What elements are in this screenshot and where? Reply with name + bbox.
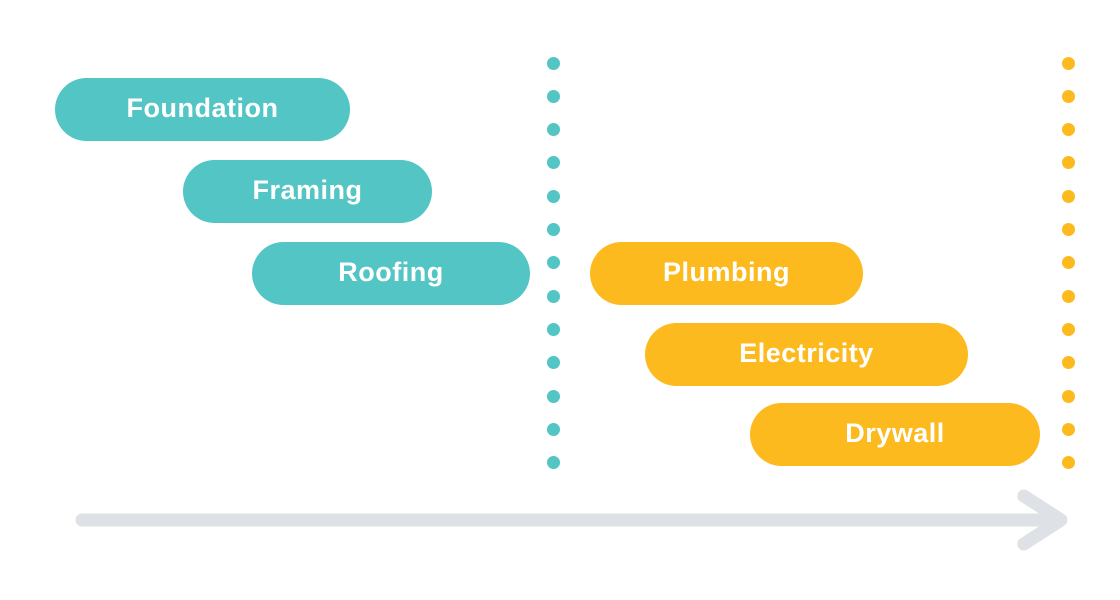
task-bar-drywall: Drywall xyxy=(750,403,1040,466)
task-bar-foundation: Foundation xyxy=(55,78,350,141)
amber-milestone-line-dot xyxy=(1061,156,1075,170)
task-label: Foundation xyxy=(126,93,279,123)
amber-milestone-line-dot xyxy=(1061,322,1075,336)
teal-milestone-line-dot xyxy=(546,156,560,170)
amber-milestone-line-dot xyxy=(1061,123,1075,137)
teal-milestone-line-dot xyxy=(546,223,560,236)
amber-milestone-line-dot xyxy=(1061,89,1075,103)
teal-milestone-line-dot xyxy=(546,422,560,436)
amber-milestone-line-dot xyxy=(1061,389,1075,403)
amber-milestone-line-dot xyxy=(1061,456,1075,470)
teal-milestone-line-dot xyxy=(546,256,560,270)
teal-milestone-line-dot xyxy=(546,389,560,403)
teal-milestone-line-dot xyxy=(546,189,560,203)
teal-milestone-line-dot xyxy=(546,89,560,103)
amber-milestone-line-dot xyxy=(1061,189,1075,203)
teal-milestone-line-dot xyxy=(546,56,560,70)
task-bar-roofing: Roofing xyxy=(252,242,530,305)
task-label: Roofing xyxy=(338,257,444,287)
task-bar-framing: Framing xyxy=(183,160,432,223)
teal-milestone-line-dot xyxy=(546,356,560,370)
task-bar-electricity: Electricity xyxy=(645,323,968,386)
amber-milestone-line-dot xyxy=(1061,223,1075,236)
teal-milestone-line-dot xyxy=(546,289,560,303)
amber-milestone-line-dot xyxy=(1061,422,1075,436)
amber-milestone-line-dot xyxy=(1061,56,1075,70)
task-label: Plumbing xyxy=(663,257,790,287)
task-label: Framing xyxy=(252,175,363,205)
teal-milestone-line-dot xyxy=(546,456,560,470)
amber-milestone-line-dot xyxy=(1061,256,1075,270)
task-label: Drywall xyxy=(845,418,945,448)
teal-milestone-line-dot xyxy=(546,322,560,336)
task-label: Electricity xyxy=(739,338,874,368)
amber-milestone-line-dot xyxy=(1061,356,1075,370)
teal-milestone-line-dot xyxy=(546,123,560,137)
task-bar-plumbing: Plumbing xyxy=(590,242,863,305)
amber-milestone-line-dot xyxy=(1061,289,1075,303)
